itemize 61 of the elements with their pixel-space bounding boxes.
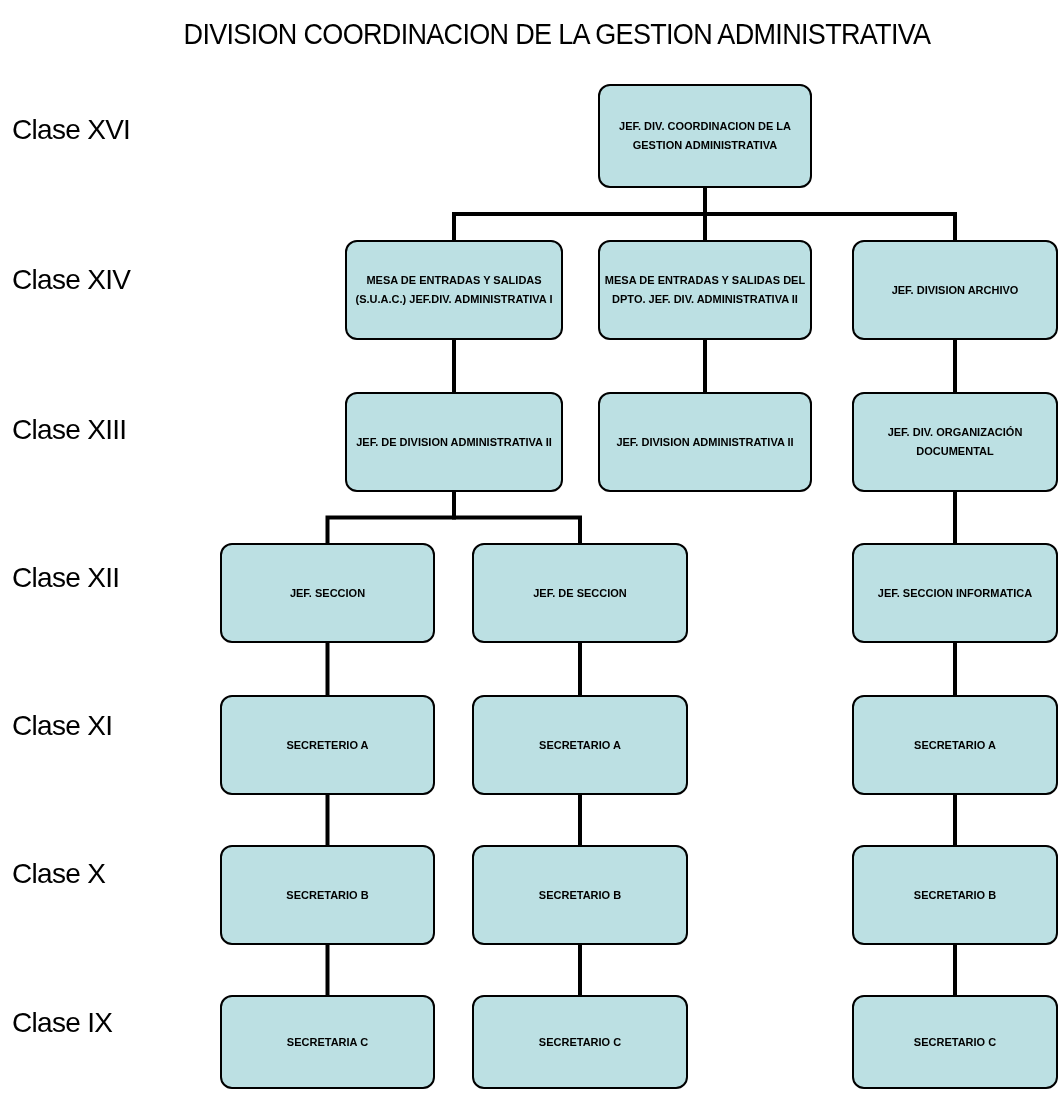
class-level-label: Clase XVI	[12, 113, 131, 147]
position-title: JEF. DIVISION ARCHIVO	[891, 282, 1019, 298]
connector-line	[325, 945, 330, 995]
position-box	[852, 543, 1058, 643]
class-level-label: Clase XIV	[12, 263, 131, 297]
connector-line	[452, 340, 456, 392]
position-title: MESA DE ENTRADAS Y SALIDAS (S.U.A.C.) JEF.DIV. ADMINISTRATIVA I	[354, 273, 554, 307]
position-box	[472, 995, 688, 1089]
position-title: SECRETARIO C	[913, 1034, 997, 1050]
position-box	[345, 392, 563, 492]
position-box	[852, 995, 1058, 1089]
class-level-label: Clase X	[12, 857, 106, 891]
position-box	[220, 995, 435, 1089]
connector-line	[325, 643, 330, 695]
connector-line	[578, 945, 582, 995]
position-title: JEF. DIV. COORDINACION DE LA GESTION ADMINISTRATIVA	[618, 119, 792, 153]
position-box	[345, 240, 563, 340]
position-box	[852, 845, 1058, 945]
connector-line	[953, 945, 957, 995]
position-title: MESA DE ENTRADAS Y SALIDAS DEL DPTO. JEF. DIV. ADMINISTRATIVA II	[604, 273, 806, 307]
connector-line	[953, 643, 957, 695]
position-title: JEF. DE SECCION	[533, 585, 627, 601]
position-title: SECRETARIO B	[913, 887, 997, 903]
diagram-title: DIVISION COORDINACION DE LA GESTION ADMINISTRATIVA	[182, 16, 932, 52]
position-box	[472, 695, 688, 795]
position-box	[598, 392, 812, 492]
position-title: JEF. SECCION	[289, 585, 366, 601]
position-box	[852, 695, 1058, 795]
position-box	[598, 84, 812, 188]
position-box	[472, 543, 688, 643]
class-level-label: Clase XII	[12, 561, 120, 595]
position-box	[220, 845, 435, 945]
position-box	[472, 845, 688, 945]
connector-line	[703, 340, 707, 392]
position-title: JEF. DE DIVISION ADMINISTRATIVA II	[356, 434, 552, 450]
position-title: JEF. SECCION INFORMATICA	[877, 585, 1033, 601]
class-level-label: Clase XI	[12, 709, 113, 743]
position-title: JEF. DIVISION ADMINISTRATIVA II	[616, 434, 794, 450]
position-box	[220, 695, 435, 795]
position-title: SECRETARIO A	[914, 737, 996, 753]
connector-line	[953, 795, 957, 845]
position-title: SECRETARIO A	[539, 737, 621, 753]
connector-line	[703, 188, 957, 240]
connector-line	[953, 340, 957, 392]
connector-line	[452, 492, 582, 543]
position-title: JEF. DIV. ORGANIZACIÓN DOCUMENTAL	[886, 425, 1024, 459]
position-title: SECRETARIO B	[286, 887, 369, 903]
position-title: SECRETARIO B	[538, 887, 622, 903]
position-box	[852, 240, 1058, 340]
connector-line	[578, 643, 582, 695]
position-box	[598, 240, 812, 340]
class-level-label: Clase XIII	[12, 413, 127, 447]
position-title: SECRETARIO C	[538, 1034, 622, 1050]
class-level-label: Clase IX	[12, 1006, 113, 1040]
connector-line	[953, 492, 957, 543]
position-title: SECRETARIA C	[286, 1034, 369, 1050]
position-title: SECRETERIO A	[286, 737, 369, 753]
position-box	[852, 392, 1058, 492]
connector-line	[325, 795, 330, 845]
position-box	[220, 543, 435, 643]
connector-line	[578, 795, 582, 845]
